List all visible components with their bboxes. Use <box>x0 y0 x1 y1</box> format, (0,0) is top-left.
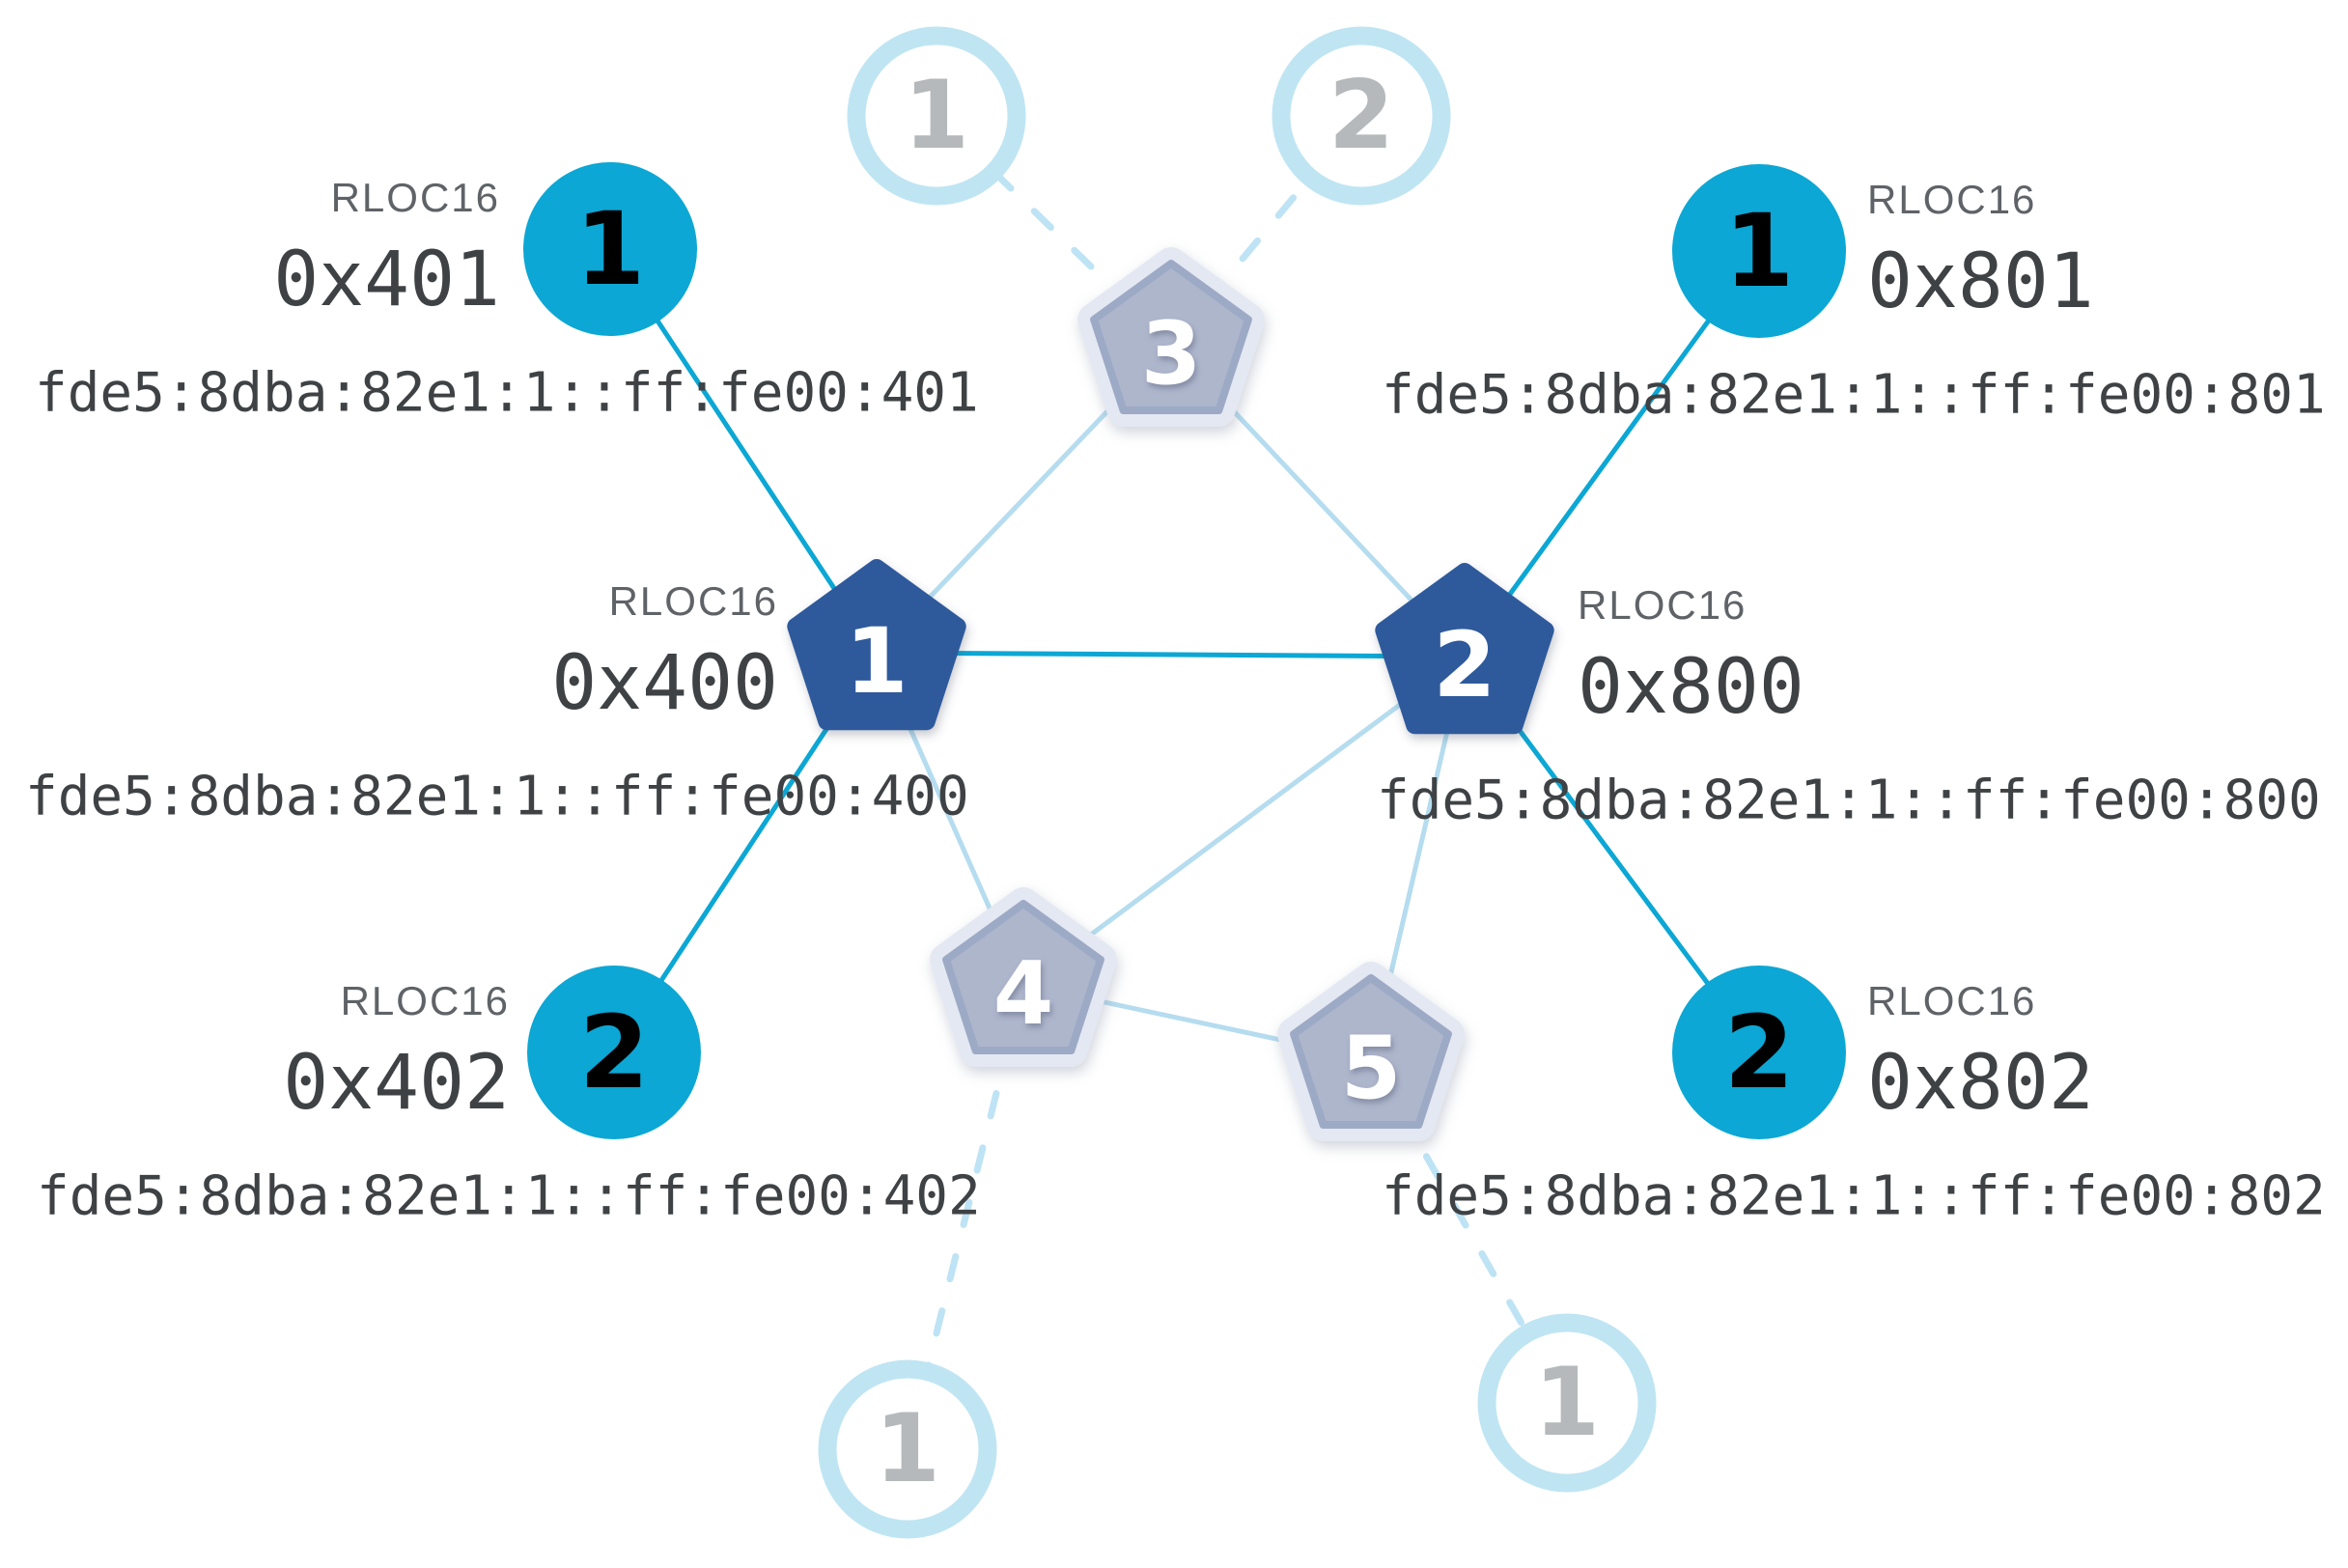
node-child-801-rloc16-value: 0x801 <box>1867 238 2094 325</box>
node-router-4-number: 4 <box>992 943 1054 1045</box>
child-circle <box>527 966 701 1139</box>
node-child-402-rloc16-caption: RLOC16 <box>340 978 510 1023</box>
node-child-801-number: 1 <box>1723 192 1795 310</box>
router-pentagon <box>1375 563 1554 735</box>
node-router-2-rloc16-caption: RLOC16 <box>1578 582 1747 628</box>
child-circle <box>523 162 697 336</box>
faded-child-circle <box>1272 26 1451 206</box>
node-child-802-ipv6-address: fde5:8dba:82e1:1::ff:fe00:802 <box>1382 1164 2326 1228</box>
node-child-402-ipv6-address: fde5:8dba:82e1:1::ff:fe00:402 <box>37 1164 981 1228</box>
node-router-2 <box>1375 563 1554 735</box>
node-child-faded-top-1 <box>847 26 1026 206</box>
router-pentagon <box>787 559 966 731</box>
node-router-1-rloc16-value: 0x400 <box>551 640 778 727</box>
node-child-faded-bottom-1 <box>818 1359 997 1539</box>
node-router-2-rloc16-value: 0x800 <box>1578 644 1804 731</box>
node-router-1-ipv6-address: fde5:8dba:82e1:1::ff:fe00:400 <box>25 765 969 828</box>
child-circle <box>1672 164 1846 338</box>
node-child-801-ipv6-address: fde5:8dba:82e1:1::ff:fe00:801 <box>1382 363 2326 427</box>
node-child-401-ipv6-address: fde5:8dba:82e1:1::ff:fe00:401 <box>35 361 979 425</box>
node-router-2-ipv6-address: fde5:8dba:82e1:1::ff:fe00:800 <box>1377 769 2321 832</box>
node-router-5 <box>1277 962 1465 1141</box>
node-child-801-rloc16-caption: RLOC16 <box>1867 177 2037 222</box>
node-child-802 <box>1672 966 1846 1139</box>
node-child-401-number: 1 <box>574 190 646 308</box>
node-child-802-rloc16-caption: RLOC16 <box>1867 978 2037 1023</box>
node-router-3 <box>1077 247 1265 427</box>
faded-router-pentagon <box>1090 260 1252 414</box>
node-child-faded-bottom-2 <box>1477 1313 1657 1493</box>
node-child-801 <box>1672 164 1846 338</box>
node-router-1-number: 1 <box>845 609 908 714</box>
node-router-2-number: 2 <box>1433 613 1496 718</box>
child-circle <box>1672 966 1846 1139</box>
node-child-faded-bottom-1-number: 1 <box>874 1394 941 1504</box>
node-child-802-rloc16-value: 0x802 <box>1867 1040 2094 1127</box>
node-router-4 <box>930 887 1117 1067</box>
node-child-faded-top-2 <box>1272 26 1451 206</box>
node-router-3-number: 3 <box>1140 303 1202 405</box>
node-router-1-rloc16-caption: RLOC16 <box>608 578 778 624</box>
node-child-402 <box>527 966 701 1139</box>
faded-child-circle <box>847 26 1026 206</box>
node-child-802-number: 2 <box>1723 994 1795 1111</box>
faded-router-pentagon <box>942 900 1104 1054</box>
node-child-faded-bottom-2-number: 1 <box>1533 1348 1601 1458</box>
faded-router-pentagon <box>1290 974 1452 1129</box>
link-router-2--router-4 <box>1021 654 1467 988</box>
node-child-faded-top-1-number: 1 <box>903 61 970 171</box>
node-child-faded-top-2-number: 2 <box>1328 61 1395 171</box>
node-child-402-rloc16-value: 0x402 <box>283 1040 510 1127</box>
nodes-layer <box>523 26 1846 1539</box>
node-router-5-number: 5 <box>1340 1018 1402 1119</box>
node-child-401 <box>523 162 697 336</box>
node-router-1 <box>787 559 966 731</box>
node-child-402-number: 2 <box>578 994 650 1111</box>
node-child-401-rloc16-value: 0x401 <box>273 237 500 323</box>
node-child-401-rloc16-caption: RLOC16 <box>330 175 500 220</box>
link-router-1--router-2 <box>876 650 1466 659</box>
faded-child-circle <box>818 1359 997 1539</box>
faded-child-circle <box>1477 1313 1657 1493</box>
